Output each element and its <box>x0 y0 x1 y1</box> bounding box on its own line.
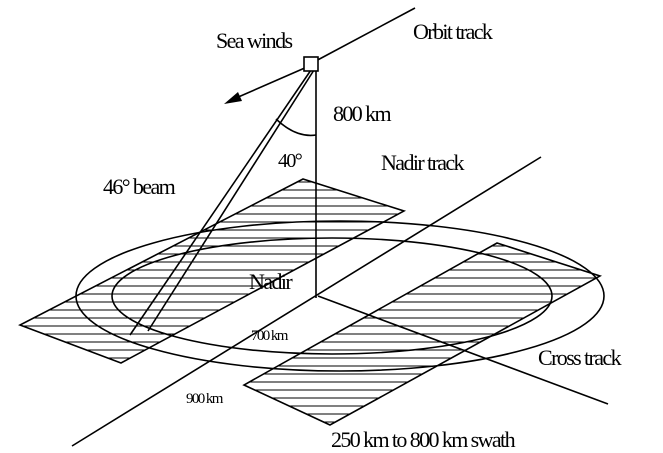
inner-radius-label: 700 km <box>251 328 289 344</box>
swath-label: 250 km to 800 km swath <box>331 427 516 452</box>
cross-track-label: Cross track <box>538 345 622 370</box>
orbit-track-line <box>311 7 416 64</box>
nadir-track-label: Nadir track <box>381 150 465 175</box>
nadir-label: Nadir <box>249 269 293 294</box>
satellite-icon <box>303 56 319 72</box>
angle-label: 40° <box>278 150 303 172</box>
velocity-arrow <box>224 66 308 104</box>
beam-line-left <box>129 69 312 336</box>
outer-scan-ellipse <box>75 220 605 372</box>
altitude-label: 800 km <box>333 101 392 126</box>
outer-radius-label: 900 km <box>186 391 224 407</box>
nadir-track-line <box>71 156 542 447</box>
seawinds-label: Sea winds <box>216 28 292 53</box>
beam-label: 46° beam <box>103 174 176 199</box>
beam-line-right <box>147 69 315 332</box>
orbit-track-label: Orbit track <box>413 19 493 44</box>
inner-scan-ellipse <box>111 237 553 355</box>
angle-arc <box>275 118 317 137</box>
cross-track-line <box>317 295 609 405</box>
